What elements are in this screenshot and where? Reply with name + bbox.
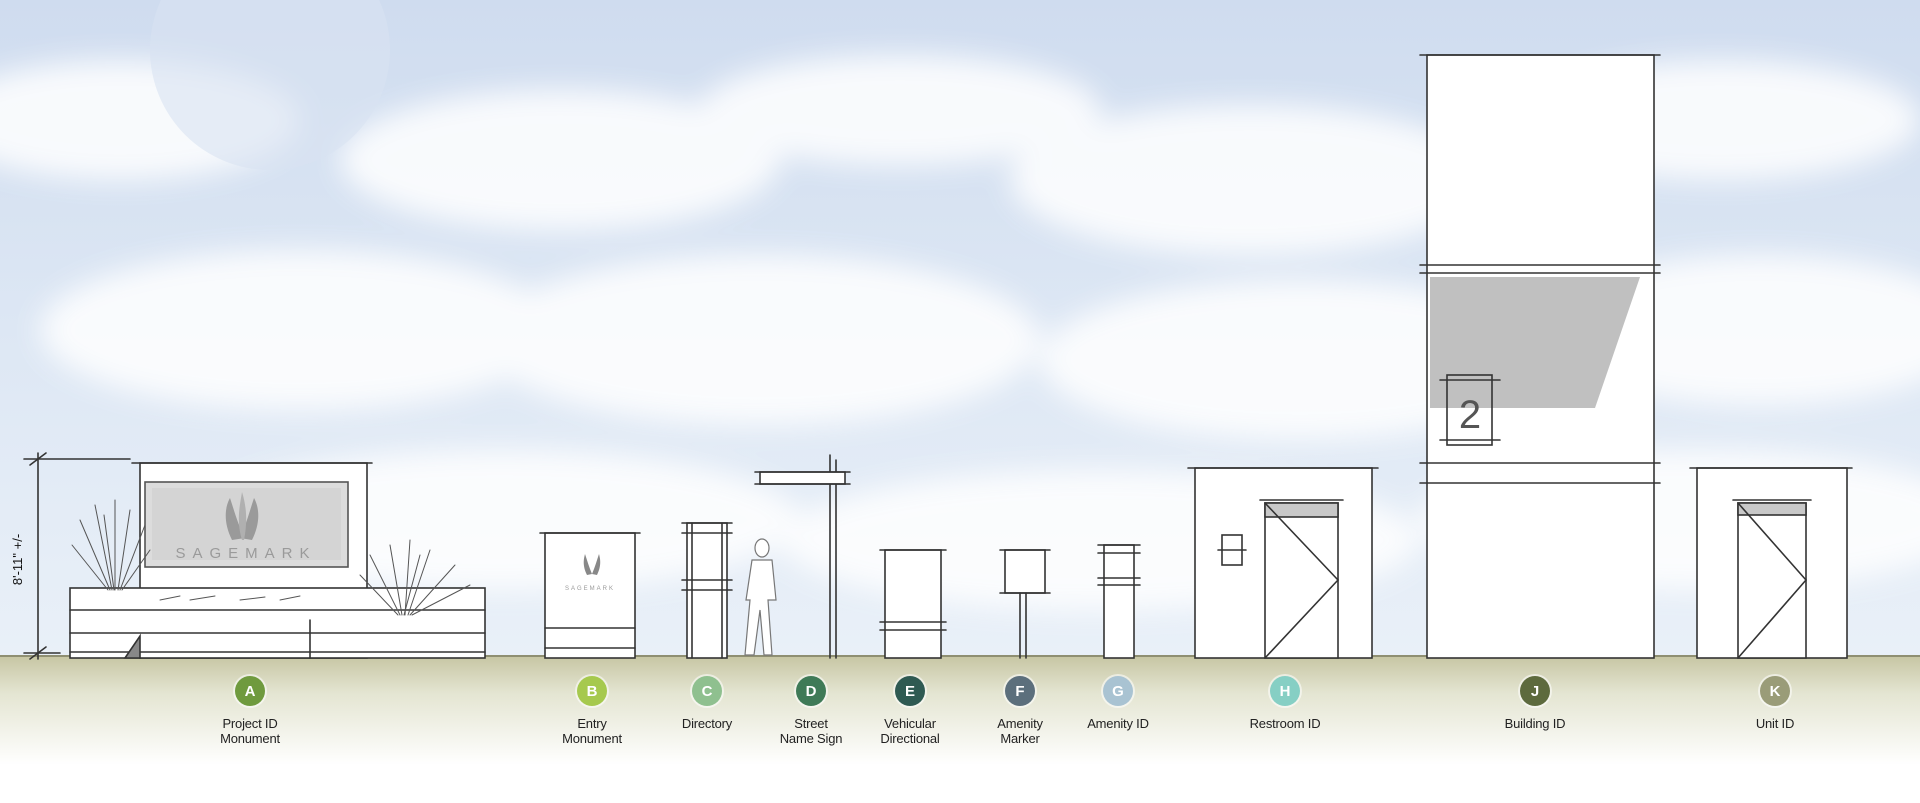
sign-k-badge: K [1760, 676, 1790, 706]
sign-label-line: Name Sign [779, 731, 843, 746]
sign-h-restroom-id [1187, 467, 1379, 659]
sign-h-badge: H [1270, 676, 1300, 706]
sign-label-line: Monument [562, 731, 622, 746]
sign-label-line: Monument [220, 731, 280, 746]
sign-h-label: Restroom ID [1250, 716, 1321, 731]
sign-c-directory [681, 522, 733, 659]
sign-label-line: Amenity ID [1087, 716, 1149, 731]
sign-label-line: Project ID [222, 716, 278, 731]
height-dimension-line [23, 452, 131, 660]
sign-label-line: Street [794, 716, 828, 731]
sign-c-badge: C [692, 676, 722, 706]
sign-k-label: Unit ID [1755, 716, 1795, 731]
sign-d-badge: D [796, 676, 826, 706]
sign-e-vehicular-directional [879, 549, 947, 659]
sign-e-badge: E [895, 676, 925, 706]
sign-label-line: Directory [681, 716, 733, 731]
building-number: 2 [1459, 393, 1481, 437]
sign-d-street-name-sign [754, 454, 851, 659]
sign-k-unit-id [1689, 467, 1853, 659]
sign-label-line: Amenity [997, 716, 1043, 731]
sign-g-label: Amenity ID [1087, 716, 1149, 731]
ground-strip [0, 655, 1920, 765]
sign-label-line: Directional [880, 731, 940, 746]
sign-j-badge: J [1520, 676, 1550, 706]
sign-label-line: Vehicular [884, 716, 936, 731]
sign-g-badge: G [1103, 676, 1133, 706]
sign-a-badge: A [235, 676, 265, 706]
scale-person-figure [744, 538, 777, 656]
sign-f-badge: F [1005, 676, 1035, 706]
sagemark-wordmark: SAGEMARK [175, 545, 316, 562]
sign-a-project-id-monument [69, 462, 486, 659]
sign-label-line: Restroom ID [1249, 716, 1321, 731]
height-dimension-label: 8'-11" +/- [10, 533, 26, 586]
entry-sagemark-wordmark: SAGEMARK [565, 586, 615, 592]
sign-j-building-id [1419, 54, 1661, 659]
sign-g-amenity-id [1097, 544, 1141, 659]
sign-label-line: Entry [577, 716, 607, 731]
sign-label-line: Marker [1000, 731, 1040, 746]
sign-label-line: Building ID [1504, 716, 1566, 731]
sign-f-amenity-marker [999, 549, 1051, 659]
sign-b-badge: B [577, 676, 607, 706]
sign-label-line: Unit ID [1755, 716, 1795, 731]
sign-j-label: Building ID [1505, 716, 1566, 731]
sun-disc [150, 0, 390, 170]
sign-c-label: Directory [682, 716, 732, 731]
sign-b-entry-monument [539, 532, 641, 659]
